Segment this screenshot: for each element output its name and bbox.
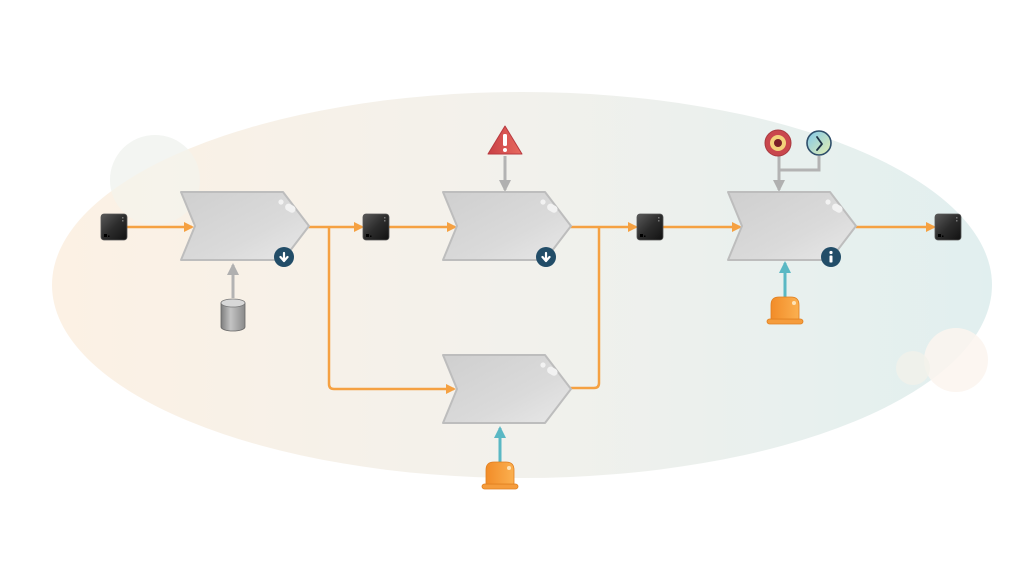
process-step-3-alternate[interactable] [442, 354, 572, 424]
decor-circle [110, 135, 200, 225]
process-steps [180, 191, 857, 424]
download-icon[interactable] [536, 247, 556, 267]
gloss-pill [547, 366, 558, 376]
target-icon[interactable] [764, 129, 792, 157]
gloss-dot [825, 199, 831, 205]
flow-edge-p3-d3[interactable] [570, 227, 601, 390]
flow-connectors [127, 222, 936, 394]
resource-connectors [494, 261, 791, 462]
info-icon[interactable] [821, 247, 841, 267]
process-step-4[interactable] [727, 191, 857, 267]
gloss-pill [285, 203, 296, 213]
data-object-box [636, 213, 664, 241]
output-data-object[interactable] [934, 213, 962, 241]
warning-icon[interactable] [487, 125, 523, 155]
database-icon[interactable] [220, 298, 246, 332]
control-connectors [227, 156, 821, 298]
clock-icon[interactable] [806, 130, 832, 156]
process-step-1[interactable] [180, 191, 310, 267]
gloss-pill [547, 203, 558, 213]
gloss-dot [540, 362, 546, 368]
intermediate-data-object-1[interactable] [362, 213, 390, 241]
background-decor [52, 92, 992, 478]
gloss-dot [278, 199, 284, 205]
input-data-object[interactable] [100, 213, 128, 241]
data-object-box [934, 213, 962, 241]
actor-icon[interactable] [766, 296, 804, 325]
data-object-box [362, 213, 390, 241]
data-object-box [100, 213, 128, 241]
control-edge-clock-p4[interactable] [779, 156, 821, 172]
download-icon[interactable] [274, 247, 294, 267]
flow-edge-p1-p3[interactable] [327, 227, 456, 394]
process-step-2[interactable] [442, 191, 572, 267]
intermediate-data-object-2[interactable] [636, 213, 664, 241]
swimlane-ellipse [52, 92, 992, 478]
decor-circle [924, 328, 988, 392]
chevron-shape [442, 354, 572, 424]
data-objects [100, 213, 962, 241]
gloss-dot [540, 199, 546, 205]
decor-circle [896, 351, 930, 385]
actor-icon[interactable] [481, 461, 519, 490]
gloss-pill [832, 203, 843, 213]
